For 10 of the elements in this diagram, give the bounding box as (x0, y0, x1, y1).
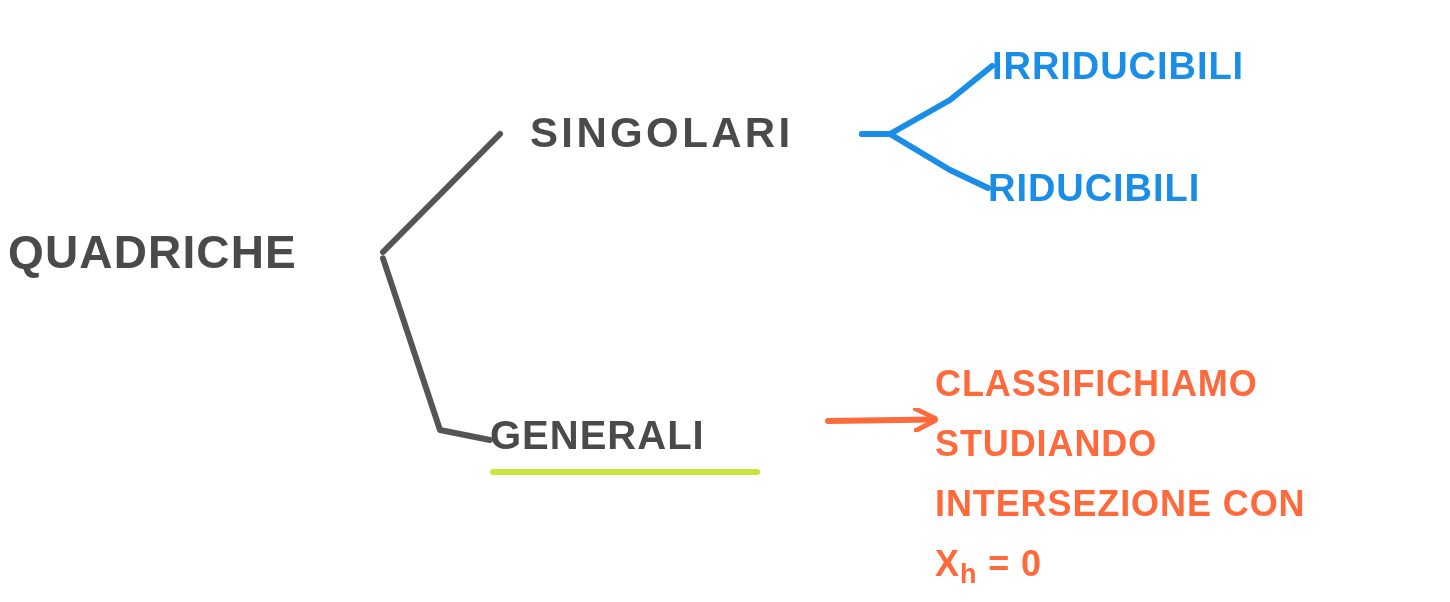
handwritten-label: GENERALI (490, 412, 706, 459)
handwritten-label: SINGOLARI (530, 107, 795, 158)
handwritten-label: RIDUCIBILI (988, 165, 1202, 211)
handwritten-label: CLASSIFICHIAMO STUDIANDO INTERSEZIONE CON X$_{h}$ = 0 (935, 362, 1307, 591)
connector-line (380, 255, 493, 443)
connector-line (380, 131, 503, 255)
connector-line (859, 131, 991, 191)
handwritten-label: QUADRICHE (8, 224, 298, 280)
handwritten-label: IRRIDUCIBILI (992, 43, 1246, 89)
arrow (825, 405, 940, 435)
